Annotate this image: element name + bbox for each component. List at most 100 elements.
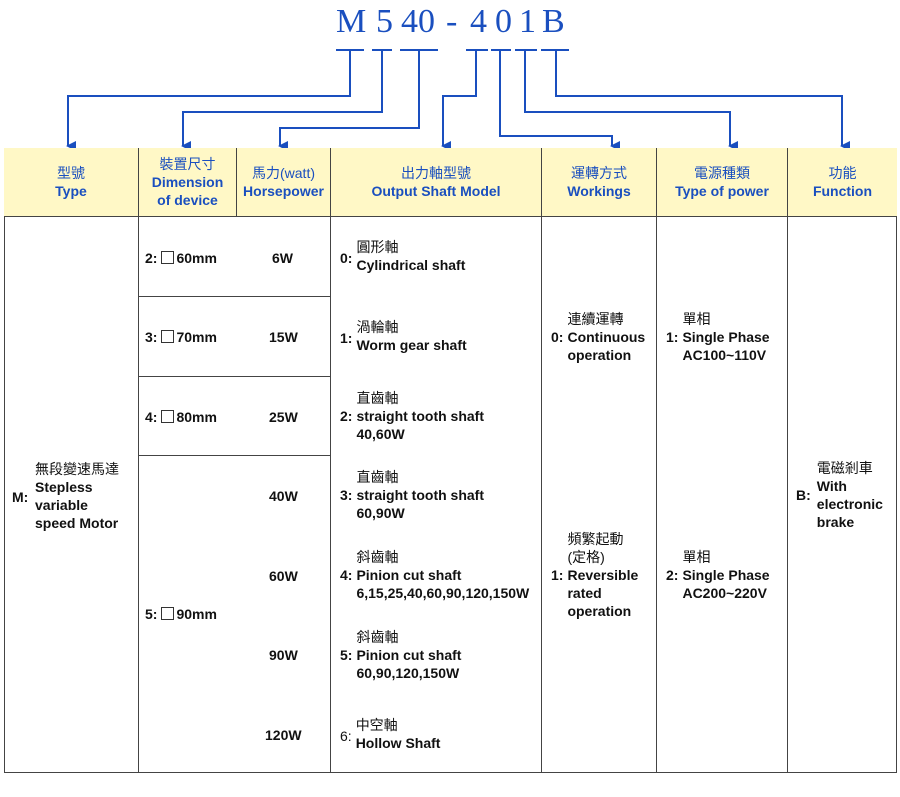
arrow-working xyxy=(499,49,620,150)
shaft-code: 0: xyxy=(340,250,353,266)
dimension-item: 5:90mm xyxy=(145,605,217,623)
shaft-en: straight tooth shaft xyxy=(356,487,484,503)
header-en: Dimension xyxy=(151,174,224,190)
shaft-en: Cylindrical shaft xyxy=(356,257,466,273)
column-divider xyxy=(138,216,139,773)
function-en: brake xyxy=(816,514,855,530)
header-workings: 運轉方式 Workings xyxy=(542,148,657,216)
function-code: B: xyxy=(796,487,811,503)
row-divider xyxy=(138,455,330,456)
function-zh: 電磁剎車 xyxy=(816,460,873,476)
shaft-en: Worm gear shaft xyxy=(356,337,467,353)
shaft-extra: 40,60W xyxy=(356,426,405,442)
square-icon xyxy=(161,251,175,264)
header-en: Horsepower xyxy=(243,183,324,199)
dimension-code: 5: xyxy=(145,606,158,622)
header-zh: 型號 xyxy=(57,165,85,181)
function-en: electronic xyxy=(816,496,883,512)
row-divider xyxy=(138,376,330,377)
column-divider xyxy=(330,216,331,773)
square-icon xyxy=(161,607,175,620)
header-zh: 功能 xyxy=(828,165,857,181)
power-en: AC100~110V xyxy=(682,347,767,363)
header-function: 功能 Function xyxy=(788,148,897,216)
dimension-size: 60mm xyxy=(176,250,217,266)
shaft-zh: 中空軸 xyxy=(355,717,398,733)
type-zh: 無段變速馬達 xyxy=(35,461,119,477)
horsepower-value: 120W xyxy=(265,727,302,743)
power-en: AC200~220V xyxy=(682,585,767,601)
shaft-code: 4: xyxy=(340,567,353,583)
model-code: M 5 40 - 4 0 1 B xyxy=(0,2,900,52)
square-icon xyxy=(161,330,175,343)
shaft-extra: 60,90W xyxy=(356,505,405,521)
type-code: M: xyxy=(12,489,29,505)
power-zh: 單相 xyxy=(682,549,711,565)
header-horsepower: 馬力(watt) Horsepower xyxy=(237,148,331,216)
code-char-working: 0 xyxy=(495,3,512,40)
shaft-en: Hollow Shaft xyxy=(355,735,441,751)
power-en: Single Phase xyxy=(682,329,770,345)
column-divider xyxy=(787,216,788,773)
working-zh: 頻繁起動 xyxy=(567,531,624,547)
arrow-dimension xyxy=(181,49,383,150)
arrow-function xyxy=(555,49,850,150)
header-en: Output Shaft Model xyxy=(371,183,501,199)
dimension-item: 4: 80mm xyxy=(145,408,217,426)
dimension-item: 2: 60mm xyxy=(145,249,217,267)
horsepower-value: 6W xyxy=(272,250,293,266)
row-divider xyxy=(138,296,330,297)
arrow-type xyxy=(66,49,351,150)
working-zh: 連續運轉 xyxy=(567,311,624,327)
code-char-function: B xyxy=(542,3,565,40)
header-zh: 運轉方式 xyxy=(571,165,627,181)
dimension-size: 80mm xyxy=(176,409,217,425)
code-char-dash: - xyxy=(446,3,458,40)
shaft-extra: 60,90,120,150W xyxy=(356,665,460,681)
code-char-power: 1 xyxy=(519,3,536,40)
shaft-zh: 圓形軸 xyxy=(356,239,399,255)
shaft-code: 3: xyxy=(340,487,353,503)
arrow-horsepower xyxy=(278,49,420,150)
column-divider xyxy=(656,216,657,773)
horsepower-value: 15W xyxy=(269,329,298,345)
shaft-en: straight tooth shaft xyxy=(356,408,484,424)
dimension-code: 4: xyxy=(145,409,158,425)
column-divider xyxy=(541,216,542,773)
square-icon xyxy=(161,410,175,423)
header-en: Type of power xyxy=(675,183,769,199)
shaft-zh: 渦輪軸 xyxy=(356,319,399,335)
shaft-extra: 6,15,25,40,60,90,120,150W xyxy=(356,585,530,601)
header-dimension: 裝置尺寸 Dimension of device xyxy=(139,148,237,216)
header-zh: 出力軸型號 xyxy=(401,165,471,181)
header-divider xyxy=(4,216,897,217)
connector-arrows xyxy=(66,49,850,150)
dimension-code: 3: xyxy=(145,329,158,345)
horsepower-value: 25W xyxy=(269,409,298,425)
code-char-type: M xyxy=(336,3,367,40)
header-type: 型號 Type xyxy=(4,148,139,216)
dimension-size: 70mm xyxy=(176,329,217,345)
shaft-code: 6: xyxy=(340,728,352,744)
power-zh: 單相 xyxy=(682,311,711,327)
type-description: 無段變速馬達 Stepless variable speed Motor xyxy=(35,460,119,532)
shaft-en: Pinion cut shaft xyxy=(356,647,462,663)
header-en: Workings xyxy=(567,183,631,199)
shaft-en: Pinion cut shaft xyxy=(356,567,462,583)
arrow-power xyxy=(524,49,738,150)
horsepower-value: 90W xyxy=(269,647,298,663)
type-en: Stepless xyxy=(35,479,93,495)
working-zh: (定格) xyxy=(567,549,605,565)
header-en: Type xyxy=(55,183,87,199)
header-output-shaft: 出力軸型號 Output Shaft Model xyxy=(331,148,542,216)
dimension-code: 2: xyxy=(145,250,158,266)
function-en: With xyxy=(816,478,847,494)
